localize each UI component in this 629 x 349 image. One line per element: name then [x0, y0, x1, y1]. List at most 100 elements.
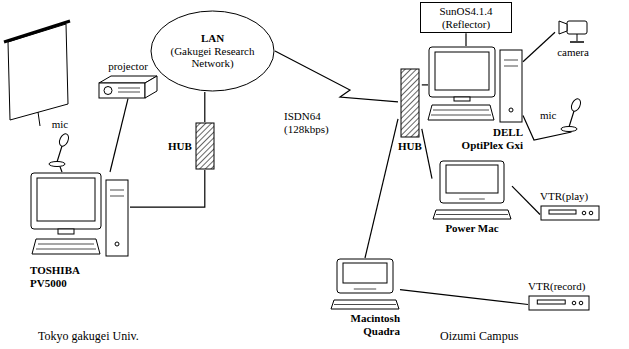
node-label: mic [540, 109, 557, 122]
drawing-part [36, 249, 96, 250]
camera-symbol [555, 18, 591, 44]
cable-line [110, 99, 128, 172]
drawing-part [577, 34, 578, 41]
server-box: SunOS4.1.4 (Reflector) [420, 2, 512, 33]
link-label: ISDN64 (128kbps) [283, 110, 341, 135]
microphone-icon: mic [540, 98, 584, 132]
cable-line [422, 84, 428, 85]
computer-icon: Power Mac [432, 160, 512, 235]
drawing-part [446, 165, 498, 193]
hub-device-drawing [195, 122, 215, 170]
computer-icon: DELL OptiPlex Gxi [428, 46, 523, 151]
drawing-part [436, 214, 508, 215]
microphone-icon-drawing [560, 98, 584, 132]
drawing-part [37, 178, 95, 221]
drawing-part [151, 11, 274, 91]
cable-line [275, 51, 398, 102]
drawing-part [569, 97, 582, 112]
drawing-part [569, 111, 574, 127]
node-label: LAN [201, 32, 224, 45]
drawing-part [118, 87, 140, 88]
cable-line [365, 119, 398, 258]
drawing-part [334, 304, 396, 305]
cable-line [204, 92, 205, 122]
cable-line [523, 32, 555, 62]
drawing-part [57, 146, 62, 162]
drawing-part [58, 229, 74, 234]
cable-line [422, 129, 432, 179]
microphone-icon: mic [48, 118, 72, 167]
cable-line [512, 186, 540, 214]
drawing-part [504, 66, 518, 67]
pc-symbol [30, 172, 130, 262]
screen-cord [38, 112, 40, 126]
vtr-symbol [528, 295, 590, 311]
cable-line [130, 170, 205, 207]
drawing-part [429, 47, 495, 97]
drawing-part [537, 300, 565, 304]
vtr-deck-drawing [528, 295, 590, 311]
node-label: HUB [398, 140, 422, 153]
hub-device-drawing [400, 68, 420, 138]
drawing-part [196, 123, 214, 169]
node-label: (Gakugei Research Network) [167, 45, 259, 70]
drawing-part [428, 105, 494, 120]
hub-device: HUB [398, 68, 422, 153]
microphone-icon-drawing [48, 133, 72, 167]
node-label: HUB [168, 140, 192, 153]
computer-icon-drawing [330, 258, 400, 310]
drawing-part [32, 239, 100, 254]
drawing-part [433, 110, 489, 111]
drawing-part [431, 115, 491, 116]
drawing-part [561, 127, 577, 132]
screen-roller [4, 21, 70, 42]
vtr-deck: VTR(record) [528, 280, 590, 311]
drawing-part [500, 50, 522, 122]
hub-device: HUB [168, 122, 215, 170]
node-label: DELL OptiPlex Gxi [455, 126, 523, 151]
computer-icon-drawing [30, 172, 130, 262]
drawing-part [559, 21, 567, 34]
computer-icon-drawing [428, 46, 523, 124]
mic-symbol [48, 133, 72, 167]
node-label: Macintosh Quadra [342, 312, 400, 337]
camera-icon: camera [555, 18, 591, 59]
drawing-part [572, 301, 576, 305]
drawing-part [337, 259, 393, 293]
drawing-part [579, 301, 583, 305]
projector-symbol [98, 75, 158, 99]
drawing-part [549, 210, 576, 214]
drawing-part [454, 97, 470, 101]
dell-symbol [428, 46, 523, 124]
drawing-part [110, 190, 124, 191]
drawing-part [433, 210, 511, 219]
node-label: SunOS4.1.4 (Reflector) [426, 5, 506, 30]
node-label: projector [108, 60, 148, 73]
drawing-part [343, 263, 387, 283]
drawing-part [31, 173, 101, 229]
drawing-part [145, 76, 157, 98]
node-label: camera [557, 46, 589, 59]
drawing-part [582, 211, 586, 215]
mac-symbol [432, 160, 512, 220]
drawing-part [104, 86, 112, 94]
drawing-part [529, 296, 589, 310]
vtr-deck: VTR(play) [540, 190, 600, 221]
network-ellipse: LAN(Gakugei Research Network) [150, 10, 275, 92]
projector-icon-drawing [98, 75, 158, 99]
drawing-part [99, 83, 145, 98]
drawing-part [570, 41, 584, 43]
drawing-part [504, 60, 518, 61]
drawing-part [106, 180, 128, 256]
computer-icon: Macintosh Quadra [330, 258, 400, 337]
drawing-part [435, 52, 489, 90]
vtr-deck-drawing [540, 205, 600, 221]
drawing-part [401, 69, 419, 137]
node-label: Power Mac [445, 222, 498, 235]
drawing-part [115, 242, 119, 246]
cable-line [465, 33, 466, 46]
node-label: mic [52, 118, 69, 131]
camera-icon-drawing [555, 18, 591, 44]
drawing-part [567, 21, 587, 34]
